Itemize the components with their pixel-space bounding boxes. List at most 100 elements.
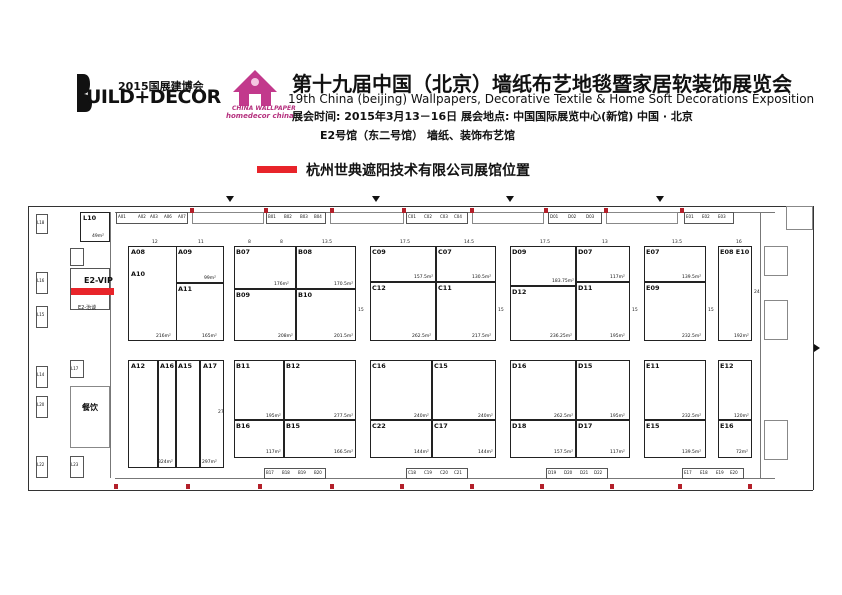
booth-b09[interactable] — [234, 289, 296, 341]
expo-date-venue: 展会时间: 2015年3月13－16日 展会地点: 中国国际展览中心(新馆) 中… — [292, 110, 693, 123]
booth-b07[interactable] — [234, 246, 296, 289]
booth-label: C04 — [454, 214, 462, 219]
booth-d11[interactable] — [576, 282, 630, 341]
booth-area: 176m² — [274, 282, 289, 287]
booth-d16[interactable] — [510, 360, 576, 420]
booth-label: B04 — [314, 214, 322, 219]
booth-l16[interactable] — [36, 272, 48, 294]
booth-l18[interactable] — [36, 214, 48, 234]
booth-e11[interactable] — [644, 360, 706, 420]
booth-l10[interactable] — [80, 212, 110, 242]
booth-label: D02 — [568, 214, 577, 219]
booth-id: B09 — [236, 291, 250, 299]
booth-b10[interactable] — [296, 289, 356, 341]
booth-c22[interactable] — [370, 420, 432, 458]
booth-b08[interactable] — [296, 246, 356, 289]
pillar-marker — [470, 484, 474, 489]
dimension-label: 15 — [632, 308, 638, 313]
booth-strip-d-top[interactable] — [548, 212, 602, 224]
booth-l17[interactable] — [70, 360, 84, 378]
pillar-marker — [190, 208, 194, 213]
booth-d17[interactable] — [576, 420, 630, 458]
booth-e12[interactable] — [718, 360, 752, 420]
dimension-label: 13.5 — [322, 240, 333, 245]
booth-area: 130.5m² — [472, 275, 492, 280]
pillar-marker — [402, 208, 406, 213]
booth-area: 232.5m² — [682, 414, 702, 419]
booth-l19[interactable] — [70, 248, 84, 266]
booth-b12[interactable] — [284, 360, 356, 420]
service-room — [764, 246, 788, 276]
service-room — [764, 420, 788, 460]
booth-l23[interactable] — [70, 456, 84, 478]
booth-l14[interactable] — [36, 366, 48, 388]
booth-id: B07 — [236, 248, 250, 256]
booth-c07[interactable] — [436, 246, 496, 282]
booth-a16[interactable] — [158, 360, 176, 468]
booth-id: E12 — [720, 362, 734, 370]
booth-d18[interactable] — [510, 420, 576, 458]
booth-id: D18 — [512, 422, 527, 430]
booth-strip-blank — [192, 212, 264, 224]
booth-e09[interactable] — [644, 282, 706, 341]
booth-label: E01 — [686, 214, 694, 219]
build-decor-logo-text: UILD+DECOR — [86, 86, 221, 108]
booth-id: C09 — [372, 248, 386, 256]
booth-l15[interactable] — [36, 306, 48, 328]
pillar-marker — [258, 484, 262, 489]
booth-strip-b-bottom[interactable] — [264, 468, 326, 479]
booth-id: A09 — [178, 248, 193, 256]
booth-strip-c-top[interactable] — [406, 212, 468, 224]
entrance-arrow-icon — [372, 196, 380, 202]
booth-l22[interactable] — [36, 456, 48, 478]
booth-d09[interactable] — [510, 246, 576, 286]
booth-a15[interactable] — [176, 360, 200, 468]
booth-strip-d-bottom[interactable] — [546, 468, 608, 479]
booth-id: E11 — [646, 362, 660, 370]
dimension-label: 13.5 — [672, 240, 683, 245]
booth-id: A16 — [160, 362, 175, 370]
booth-b16[interactable] — [234, 420, 284, 458]
booth-id: C22 — [372, 422, 386, 430]
dimension-label: 8 — [248, 240, 251, 245]
booth-b11[interactable] — [234, 360, 284, 420]
booth-e07[interactable] — [644, 246, 706, 282]
booth-c09[interactable] — [370, 246, 436, 282]
booth-c12[interactable] — [370, 282, 436, 341]
booth-b15[interactable] — [284, 420, 356, 458]
pillar-marker — [330, 484, 334, 489]
booth-label: L15 — [37, 312, 45, 317]
booth-c11[interactable] — [436, 282, 496, 341]
booth-a11[interactable] — [176, 283, 224, 341]
booth-id: B11 — [236, 362, 250, 370]
entrance-arrow-icon — [656, 196, 664, 202]
booth-e08-e10[interactable] — [718, 246, 752, 341]
booth-strip-a-top[interactable] — [116, 212, 188, 224]
entrance-arrow-icon — [226, 196, 234, 202]
booth-a12[interactable] — [128, 360, 158, 468]
china-wallpaper-logo-line2: homedecor china — [226, 112, 294, 120]
booth-c17[interactable] — [432, 420, 496, 458]
booth-id: A17 — [203, 362, 218, 370]
pillar-marker — [400, 484, 404, 489]
booth-d15[interactable] — [576, 360, 630, 420]
booth-label: D01 — [550, 214, 559, 219]
dimension-label: 12 — [152, 240, 158, 245]
booth-strip-e-bottom[interactable] — [682, 468, 744, 479]
booth-d12[interactable] — [510, 286, 576, 341]
booth-a17[interactable] — [200, 360, 224, 468]
booth-strip-e-top[interactable] — [684, 212, 734, 224]
booth-id: C17 — [434, 422, 448, 430]
booth-strip-c-bottom[interactable] — [406, 468, 468, 479]
dimension-label: 15 — [358, 308, 364, 313]
booth-strip-b-top[interactable] — [266, 212, 326, 224]
booth-c15[interactable] — [432, 360, 496, 420]
booth-c16[interactable] — [370, 360, 432, 420]
booth-a09[interactable] — [176, 246, 224, 283]
booth-l20[interactable] — [36, 396, 48, 418]
booth-e15[interactable] — [644, 420, 706, 458]
pillar-marker — [680, 208, 684, 213]
booth-e16[interactable] — [718, 420, 752, 458]
booth-d07[interactable] — [576, 246, 630, 282]
